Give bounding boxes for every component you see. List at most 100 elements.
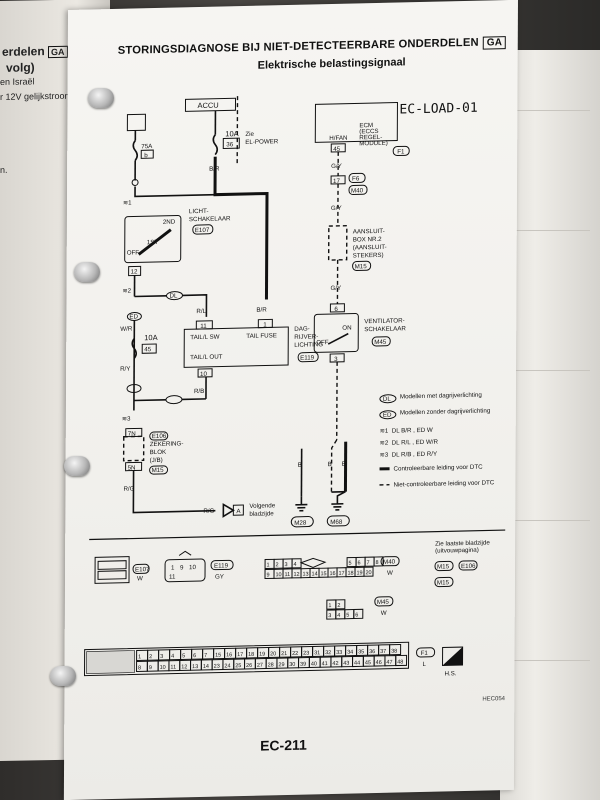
- fuse-2-label: 10A: [144, 333, 157, 342]
- ecm-connector: [392, 145, 410, 157]
- pin-number: 9: [149, 665, 152, 671]
- svg-text:(uitvouwpagina): (uitvouwpagina): [435, 547, 479, 555]
- pin-number: 41: [322, 661, 328, 667]
- switch-connector: [192, 224, 214, 235]
- wire-label: B/R: [256, 306, 267, 313]
- wire: [133, 398, 206, 402]
- switch-label: LICHT-: [189, 208, 209, 215]
- pin-number: 38: [391, 649, 397, 655]
- pin-label: 10: [200, 371, 207, 378]
- junction-label: (AANSLUIT-: [353, 244, 387, 252]
- switch-pos-off: OFF: [127, 249, 140, 256]
- ground-label: M28: [294, 520, 307, 527]
- pin-number: 37: [380, 649, 386, 655]
- fuse-10a-num-box: [222, 137, 240, 149]
- pin-number: 6: [358, 560, 361, 566]
- pin-number: 20: [270, 651, 276, 657]
- wire-label: R/B: [194, 388, 204, 395]
- accu-small-box: [126, 113, 146, 132]
- pin-number: 34: [347, 650, 353, 656]
- pin-number: 20: [365, 570, 371, 576]
- pin-number: 16: [226, 652, 232, 658]
- wiring-diagram: ACCU 75A b 10A 36 Zie EL-POWER B/R ≋1 LI…: [84, 96, 506, 677]
- pin-number: 1: [138, 654, 141, 660]
- pin-number: 16: [329, 571, 335, 577]
- splice-label: ≋2: [123, 288, 132, 295]
- drl-connector-label: E119: [300, 354, 315, 361]
- connector-label: M40: [351, 187, 364, 194]
- splice-label: ≋1: [123, 200, 132, 207]
- splice-label: ≋3: [122, 416, 131, 423]
- pin-number: 4: [171, 654, 174, 660]
- pin-box: [329, 303, 345, 313]
- pin-number: 6: [193, 653, 196, 659]
- condition-ed-label: ED: [129, 313, 138, 320]
- wire-label: G/Y: [330, 285, 341, 292]
- fuse-block-box: [122, 435, 145, 462]
- ecm-label: (ECCS: [359, 128, 378, 135]
- switch-lever: [137, 228, 172, 256]
- pin-number: 19: [356, 570, 362, 576]
- ground-connector: [326, 515, 350, 527]
- pin-number: 23: [303, 651, 309, 657]
- connector-face-tag: [380, 556, 400, 567]
- next-page-arrow: [222, 503, 235, 518]
- connector: [348, 172, 366, 184]
- wire: [182, 294, 208, 317]
- pin-label: 5N: [128, 464, 136, 471]
- section-divider: [89, 529, 506, 541]
- condition-ed: [126, 384, 142, 394]
- ecm-label: REGEL-: [359, 134, 382, 142]
- svg-text:1: 1: [171, 565, 175, 572]
- pin-cell: [389, 643, 402, 656]
- svg-text:11: 11: [169, 574, 176, 581]
- connector-face-suffix: W: [387, 570, 393, 577]
- svg-text:E106: E106: [461, 563, 476, 570]
- ground-symbol: [331, 490, 346, 511]
- pin-number: 3: [328, 613, 331, 619]
- left-line: en Israël: [0, 76, 35, 87]
- svg-text:9: 9: [180, 564, 184, 571]
- ecm-unused-pins: [86, 650, 135, 674]
- pin-number: 5: [349, 561, 352, 567]
- light-switch-box: [124, 215, 182, 264]
- connector-reference-note: Zie laatste bladzijde (uitvouwpagina) M1…: [434, 539, 490, 588]
- pin-number: 1: [328, 603, 331, 609]
- fuse-block-label: (J/B): [150, 457, 163, 464]
- pin-number: 28: [268, 662, 274, 668]
- wire-label: G/Y: [331, 205, 342, 212]
- pin-number: 4: [294, 562, 297, 568]
- drl-connector: [297, 351, 319, 363]
- svg-text:F1: F1: [421, 650, 429, 657]
- svg-text:M15: M15: [437, 579, 450, 586]
- pin-number: 13: [302, 572, 308, 578]
- ecm-label: ECM: [359, 122, 373, 129]
- pin-number: 9: [266, 572, 269, 578]
- svg-text:Zie laatste bladzijde: Zie laatste bladzijde: [435, 539, 490, 547]
- connector: [348, 184, 368, 196]
- pin-number: 15: [320, 571, 326, 577]
- pin-number: 33: [336, 650, 342, 656]
- ecm-terminal: H/FAN: [329, 135, 347, 142]
- next-page-label: Volgende: [249, 502, 275, 510]
- fan-switch-pos-on: ON: [342, 325, 351, 332]
- switch-pos-2nd: 2ND: [163, 219, 176, 226]
- pin-number: 17: [338, 571, 344, 577]
- el-power-ref: Zie: [245, 131, 254, 138]
- ecm-label: MODULE): [359, 140, 388, 148]
- connector-face-suffix: W: [137, 575, 143, 582]
- pin-cell: [373, 556, 384, 567]
- pin-number: 2: [149, 654, 152, 660]
- pin-number: 39: [300, 662, 306, 668]
- reference-code: HEC054: [482, 696, 506, 703]
- next-page-marker-label: A: [236, 508, 241, 515]
- pin-number: 2: [276, 562, 279, 568]
- drl-label: DAG-: [294, 326, 310, 333]
- pin-label: 12: [131, 268, 138, 275]
- legend-text: Modellen zonder dagrijverlichting: [400, 407, 491, 416]
- svg-text:H.S.: H.S.: [444, 670, 456, 677]
- pin-number: 10: [160, 665, 166, 671]
- pin-number: 14: [203, 664, 209, 670]
